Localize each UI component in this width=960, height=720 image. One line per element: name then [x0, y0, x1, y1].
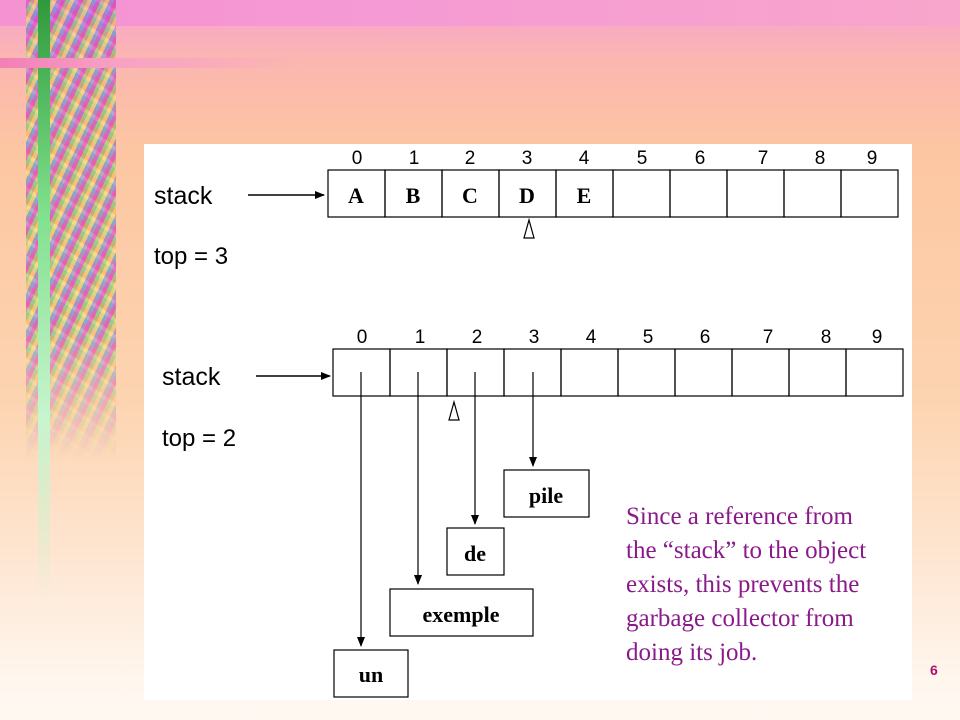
bottom-cell-8	[788, 348, 847, 397]
bottom-index-4: 4	[586, 327, 597, 348]
bottom-index-8: 8	[821, 327, 832, 348]
caption-line: garbage collector from	[626, 605, 854, 632]
bottom-index-3: 3	[529, 327, 540, 348]
top-cell-6	[669, 169, 728, 218]
top-index-5: 5	[637, 148, 648, 169]
object-label-exemple: exemple	[423, 602, 500, 627]
caption-line: Since a reference from	[626, 503, 853, 530]
top-index-8: 8	[815, 148, 826, 169]
bottom-index-1: 1	[415, 327, 426, 348]
top-stack-values: A B C D E	[348, 183, 591, 208]
bottom-cell-7	[731, 348, 790, 397]
top-stack-indices: 0 1 2 3 4 5 6 7 8 9	[352, 148, 878, 169]
top-cell-9	[840, 169, 899, 218]
top-index-6: 6	[695, 148, 706, 169]
top-value-2: C	[462, 183, 478, 208]
top-index-2: 2	[465, 148, 476, 169]
bottom-stack-top-value: top = 2	[162, 425, 236, 452]
top-value-4: E	[577, 183, 592, 208]
top-value-1: B	[406, 183, 421, 208]
caption-line: doing its job.	[626, 639, 758, 666]
object-box-exemple	[389, 588, 534, 637]
top-pointer-caret	[523, 217, 535, 239]
caption-line: exists, this prevents the	[626, 571, 860, 598]
top-index-4: 4	[579, 148, 590, 169]
top-cell-5	[612, 169, 671, 218]
bottom-cell-4	[560, 348, 619, 397]
bottom-index-6: 6	[700, 327, 711, 348]
object-label-un: un	[359, 662, 383, 687]
caption-line: the “stack” to the object	[626, 537, 867, 564]
diagram-panel: stack 0 1 2 3 4 5 6 7 8 9 A	[144, 144, 912, 700]
bottom-cell-9	[845, 348, 904, 397]
bottom-pointer-caret	[448, 399, 460, 421]
top-index-1: 1	[409, 148, 420, 169]
bottom-stack-label: stack	[162, 363, 221, 391]
top-value-3: D	[519, 183, 535, 208]
reference-arrows	[357, 372, 537, 647]
top-cell-8	[783, 169, 842, 218]
bottom-index-7: 7	[763, 327, 774, 348]
top-index-9: 9	[867, 148, 878, 169]
caption-text: Since a reference from the “stack” to th…	[626, 500, 926, 670]
top-band	[0, 0, 960, 26]
top-stack-cells	[327, 169, 899, 218]
top-index-7: 7	[758, 148, 769, 169]
object-box-un	[333, 649, 409, 698]
decorative-pink-line	[0, 58, 300, 68]
top-index-0: 0	[352, 148, 363, 169]
stack-diagram: stack 0 1 2 3 4 5 6 7 8 9 A	[154, 148, 904, 698]
top-stack-label: stack	[154, 182, 213, 210]
page-number: 6	[930, 662, 938, 678]
bottom-index-2: 2	[472, 327, 483, 348]
bottom-cell-5	[617, 348, 676, 397]
object-label-de: de	[464, 541, 486, 566]
bottom-cell-6	[674, 348, 733, 397]
top-stack-top-value: top = 3	[154, 243, 228, 270]
object-box-de	[446, 527, 505, 576]
bottom-index-5: 5	[643, 327, 654, 348]
top-index-3: 3	[522, 148, 533, 169]
decorative-green-line	[38, 0, 50, 600]
bottom-index-0: 0	[357, 327, 368, 348]
top-cell-7	[726, 169, 785, 218]
object-label-pile: pile	[529, 483, 563, 508]
bottom-stack-indices: 0 1 2 3 4 5 6 7 8 9	[357, 327, 883, 348]
bottom-index-9: 9	[872, 327, 883, 348]
top-value-0: A	[348, 183, 364, 208]
object-box-pile	[503, 469, 590, 518]
